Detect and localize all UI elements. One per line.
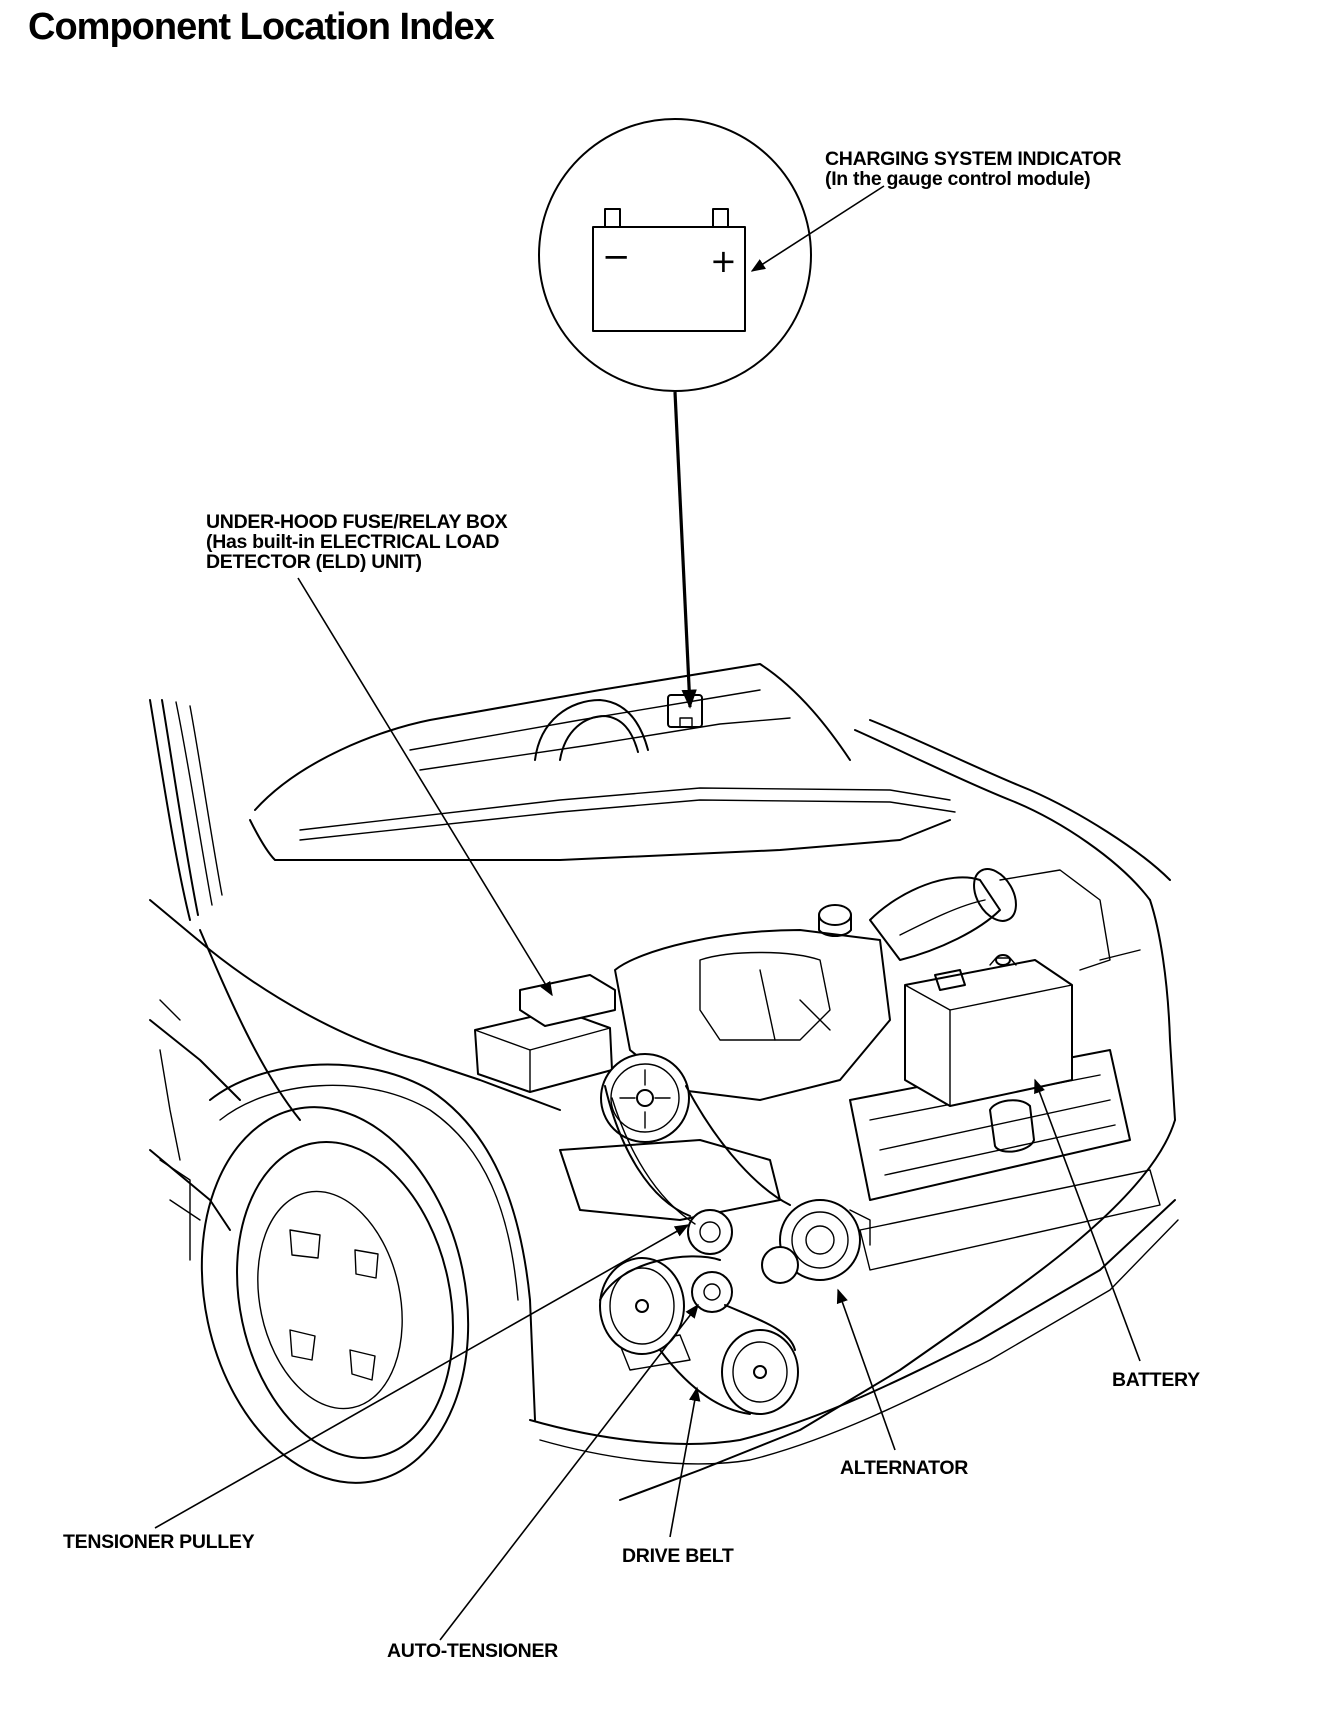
fuse-box-sublabel-2: DETECTOR (ELD) UNIT) <box>206 551 422 573</box>
callout-battery: BATTERY <box>1112 1369 1200 1391</box>
leader-battery <box>1034 1078 1141 1362</box>
callout-alternator: ALTERNATOR <box>840 1457 969 1479</box>
leader-charging-indicator <box>750 185 885 272</box>
front-wheel <box>200 1063 536 1484</box>
tensioner-pulley-shape <box>687 1209 733 1255</box>
engine-bay <box>474 868 1141 1107</box>
alternator-shape <box>761 1199 871 1284</box>
callout-auto-tensioner: AUTO-TENSIONER <box>387 1640 558 1662</box>
charging-indicator-label: CHARGING SYSTEM INDICATOR <box>825 148 1122 170</box>
crankshaft-pulley <box>599 1257 685 1355</box>
headlight <box>559 1139 781 1221</box>
gauge-control-module <box>667 694 703 728</box>
leader-detail-to-gauge <box>673 391 697 709</box>
leader-alternator <box>836 1288 896 1451</box>
engine-cover <box>614 929 891 1101</box>
callout-drive-belt: DRIVE BELT <box>622 1545 734 1567</box>
charging-indicator-detail: − + <box>538 118 812 392</box>
leader-fuse-relay-box <box>297 577 553 997</box>
plus-symbol: + <box>710 242 737 280</box>
lower-pulley <box>721 1329 799 1415</box>
fuse-box-sublabel-1: (Has built-in ELECTRICAL LOAD <box>206 531 500 553</box>
vehicle-body <box>149 663 1179 1501</box>
battery-warning-icon <box>592 208 746 332</box>
battery-shape <box>904 954 1073 1107</box>
callout-tensioner-pulley: TENSIONER PULLEY <box>63 1531 255 1553</box>
callout-under-hood-fuse-relay-box: UNDER-HOOD FUSE/RELAY BOX (Has built-in … <box>206 511 508 573</box>
drive-belt-system <box>599 1053 871 1415</box>
charging-indicator-sublabel: (In the gauge control module) <box>825 168 1091 190</box>
auto-tensioner-shape <box>691 1271 733 1313</box>
minus-symbol: − <box>602 237 631 277</box>
fuse-box-label: UNDER-HOOD FUSE/RELAY BOX <box>206 511 508 533</box>
leader-lines <box>154 185 1141 1641</box>
vehicle-emblem <box>989 1099 1035 1153</box>
upper-pulley <box>600 1053 690 1143</box>
leader-drive-belt <box>669 1386 701 1538</box>
leader-auto-tensioner <box>439 1303 699 1641</box>
page-title: Component Location Index <box>28 6 495 48</box>
callout-charging-system-indicator: CHARGING SYSTEM INDICATOR (In the gauge … <box>825 148 1122 190</box>
leader-tensioner-pulley <box>154 1224 690 1529</box>
under-hood-fuse-relay-box-shape <box>474 974 616 1093</box>
detail-magnifier-circle <box>538 118 812 392</box>
